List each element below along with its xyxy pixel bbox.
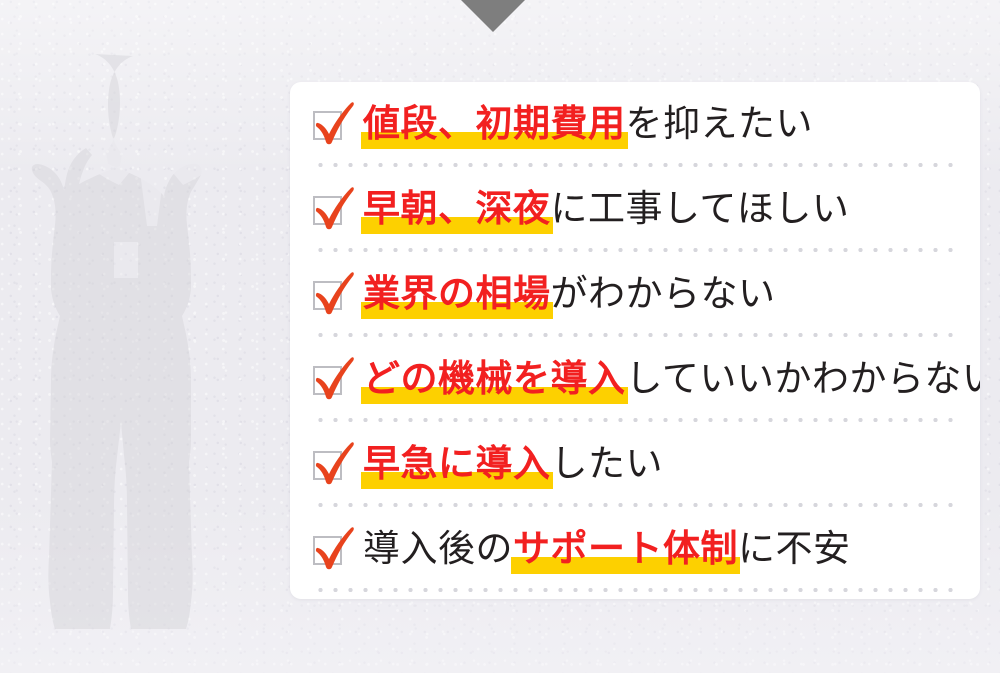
plain-phrase: を抑えたい — [625, 103, 813, 144]
dotted-divider — [313, 588, 955, 592]
plain-phrase: 導入後の — [363, 528, 513, 569]
dotted-divider — [313, 163, 955, 167]
dotted-divider — [313, 248, 955, 252]
checklist-item-text: 値段、初期費用を抑えたい — [361, 103, 813, 149]
check-mark-icon — [315, 186, 354, 229]
highlighted-phrase: 値段、初期費用 — [361, 103, 627, 149]
checked-checkbox-icon[interactable] — [313, 186, 354, 232]
checklist-item[interactable]: 早朝、深夜に工事してほしい — [290, 167, 980, 252]
checklist-item-text: 早朝、深夜に工事してほしい — [361, 188, 850, 234]
plain-phrase: に不安 — [738, 528, 851, 569]
plain-phrase: がわからない — [550, 273, 776, 314]
dotted-divider — [313, 333, 955, 337]
checklist-item-text: 早急に導入したい — [361, 443, 663, 489]
checklist-card: 値段、初期費用を抑えたい早朝、深夜に工事してほしい業界の相場がわからないどの機械… — [290, 82, 980, 599]
check-mark-icon — [315, 101, 354, 144]
highlighted-phrase: どの機械を導入 — [361, 358, 627, 404]
checklist: 値段、初期費用を抑えたい早朝、深夜に工事してほしい業界の相場がわからないどの機械… — [290, 82, 980, 592]
checklist-item-text: 導入後のサポート体制に不安 — [363, 528, 851, 574]
highlighted-phrase: 早朝、深夜 — [361, 188, 552, 234]
plain-phrase: していいかわからない — [625, 358, 981, 399]
checklist-item-text: 業界の相場がわからない — [361, 273, 776, 319]
businessman-silhouette-image — [31, 54, 220, 629]
plain-phrase: したい — [550, 443, 663, 484]
check-mark-icon — [315, 356, 354, 399]
checklist-item[interactable]: 値段、初期費用を抑えたい — [290, 82, 980, 167]
checked-checkbox-icon[interactable] — [313, 356, 354, 402]
highlighted-phrase: 業界の相場 — [361, 273, 552, 319]
checked-checkbox-icon[interactable] — [313, 441, 354, 487]
checklist-item-text: どの機械を導入していいかわからない — [361, 358, 981, 404]
dotted-divider — [313, 503, 955, 507]
plain-phrase: に工事してほしい — [550, 188, 850, 229]
check-mark-icon — [315, 271, 354, 314]
checklist-item[interactable]: 導入後のサポート体制に不安 — [290, 507, 980, 592]
check-mark-icon — [315, 441, 354, 484]
check-mark-icon — [315, 526, 354, 569]
checked-checkbox-icon[interactable] — [313, 271, 354, 317]
checked-checkbox-icon[interactable] — [313, 101, 354, 147]
checklist-item[interactable]: 早急に導入したい — [290, 422, 980, 507]
down-arrow-icon — [460, 0, 526, 32]
checked-checkbox-icon[interactable] — [313, 526, 354, 572]
dotted-divider — [313, 418, 955, 422]
checklist-item[interactable]: どの機械を導入していいかわからない — [290, 337, 980, 422]
highlighted-phrase: 早急に導入 — [361, 443, 552, 489]
highlighted-phrase: サポート体制 — [511, 528, 740, 574]
checklist-item[interactable]: 業界の相場がわからない — [290, 252, 980, 337]
